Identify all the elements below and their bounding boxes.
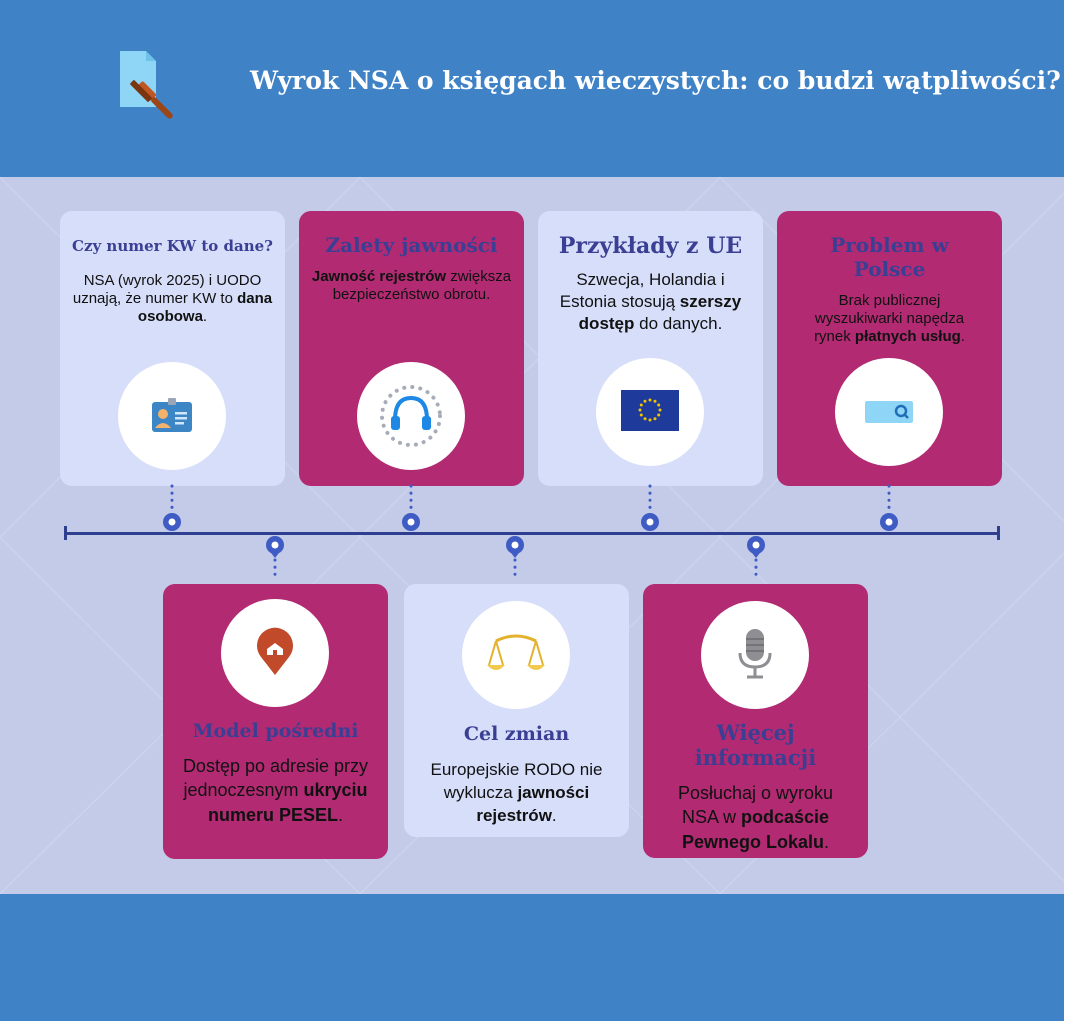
document-gavel-icon	[112, 47, 180, 119]
card-body: NSA (wyrok 2025) i UODO uznają, że numer…	[72, 272, 273, 325]
card-body: Jawność rejestrów zwiększa bezpieczeństw…	[311, 268, 512, 303]
header-band	[0, 0, 1068, 177]
timeline-axis	[64, 532, 1000, 535]
home-pin-icon	[257, 627, 293, 675]
card-body: Dostęp po adresie przy jednoczesnym ukry…	[182, 756, 369, 825]
icon-circle	[462, 601, 570, 709]
card-cel-zmian: Cel zmian Europejskie RODO nie wyklucza …	[404, 584, 629, 837]
icon-circle	[221, 599, 329, 707]
card-body: Europejskie RODO nie wyklucza jawności r…	[430, 760, 603, 825]
card-body: Szwecja, Holandia i Estonia stosują szer…	[559, 270, 742, 334]
card-title: Czy numer KW to dane?	[72, 237, 273, 255]
card-title: Problem w Polsce	[830, 233, 949, 281]
card-title: Cel zmian	[463, 723, 570, 745]
page-title: Wyrok NSA o księgach wieczystych: co bud…	[250, 66, 1061, 95]
card-body: Posłuchaj o wyroku NSA w podcaście Pewne…	[677, 783, 834, 852]
footer-band	[0, 894, 1068, 1021]
card-body: Brak publicznej wyszukiwarki napędza ryn…	[814, 292, 965, 345]
card-title: Zalety jawności	[325, 233, 498, 257]
card-model-posredni: Model pośredni Dostęp po adresie przy je…	[163, 584, 388, 859]
microphone-icon	[738, 629, 772, 679]
card-title: Przykłady z UE	[558, 233, 743, 259]
search-card-icon	[865, 401, 913, 423]
icon-circle	[118, 362, 226, 470]
id-card-icon	[152, 398, 192, 432]
card-title: Model pośredni	[192, 720, 359, 742]
headphones-icon	[380, 385, 442, 447]
icon-circle	[835, 358, 943, 466]
scales-icon	[487, 634, 545, 670]
icon-circle	[357, 362, 465, 470]
icon-circle	[701, 601, 809, 709]
timeline-start-cap	[64, 526, 67, 540]
icon-circle	[596, 358, 704, 466]
card-title: Więcej informacji	[694, 720, 817, 770]
timeline-end-cap	[997, 526, 1000, 540]
page-edge	[1064, 0, 1068, 1021]
eu-flag-icon	[621, 390, 679, 431]
